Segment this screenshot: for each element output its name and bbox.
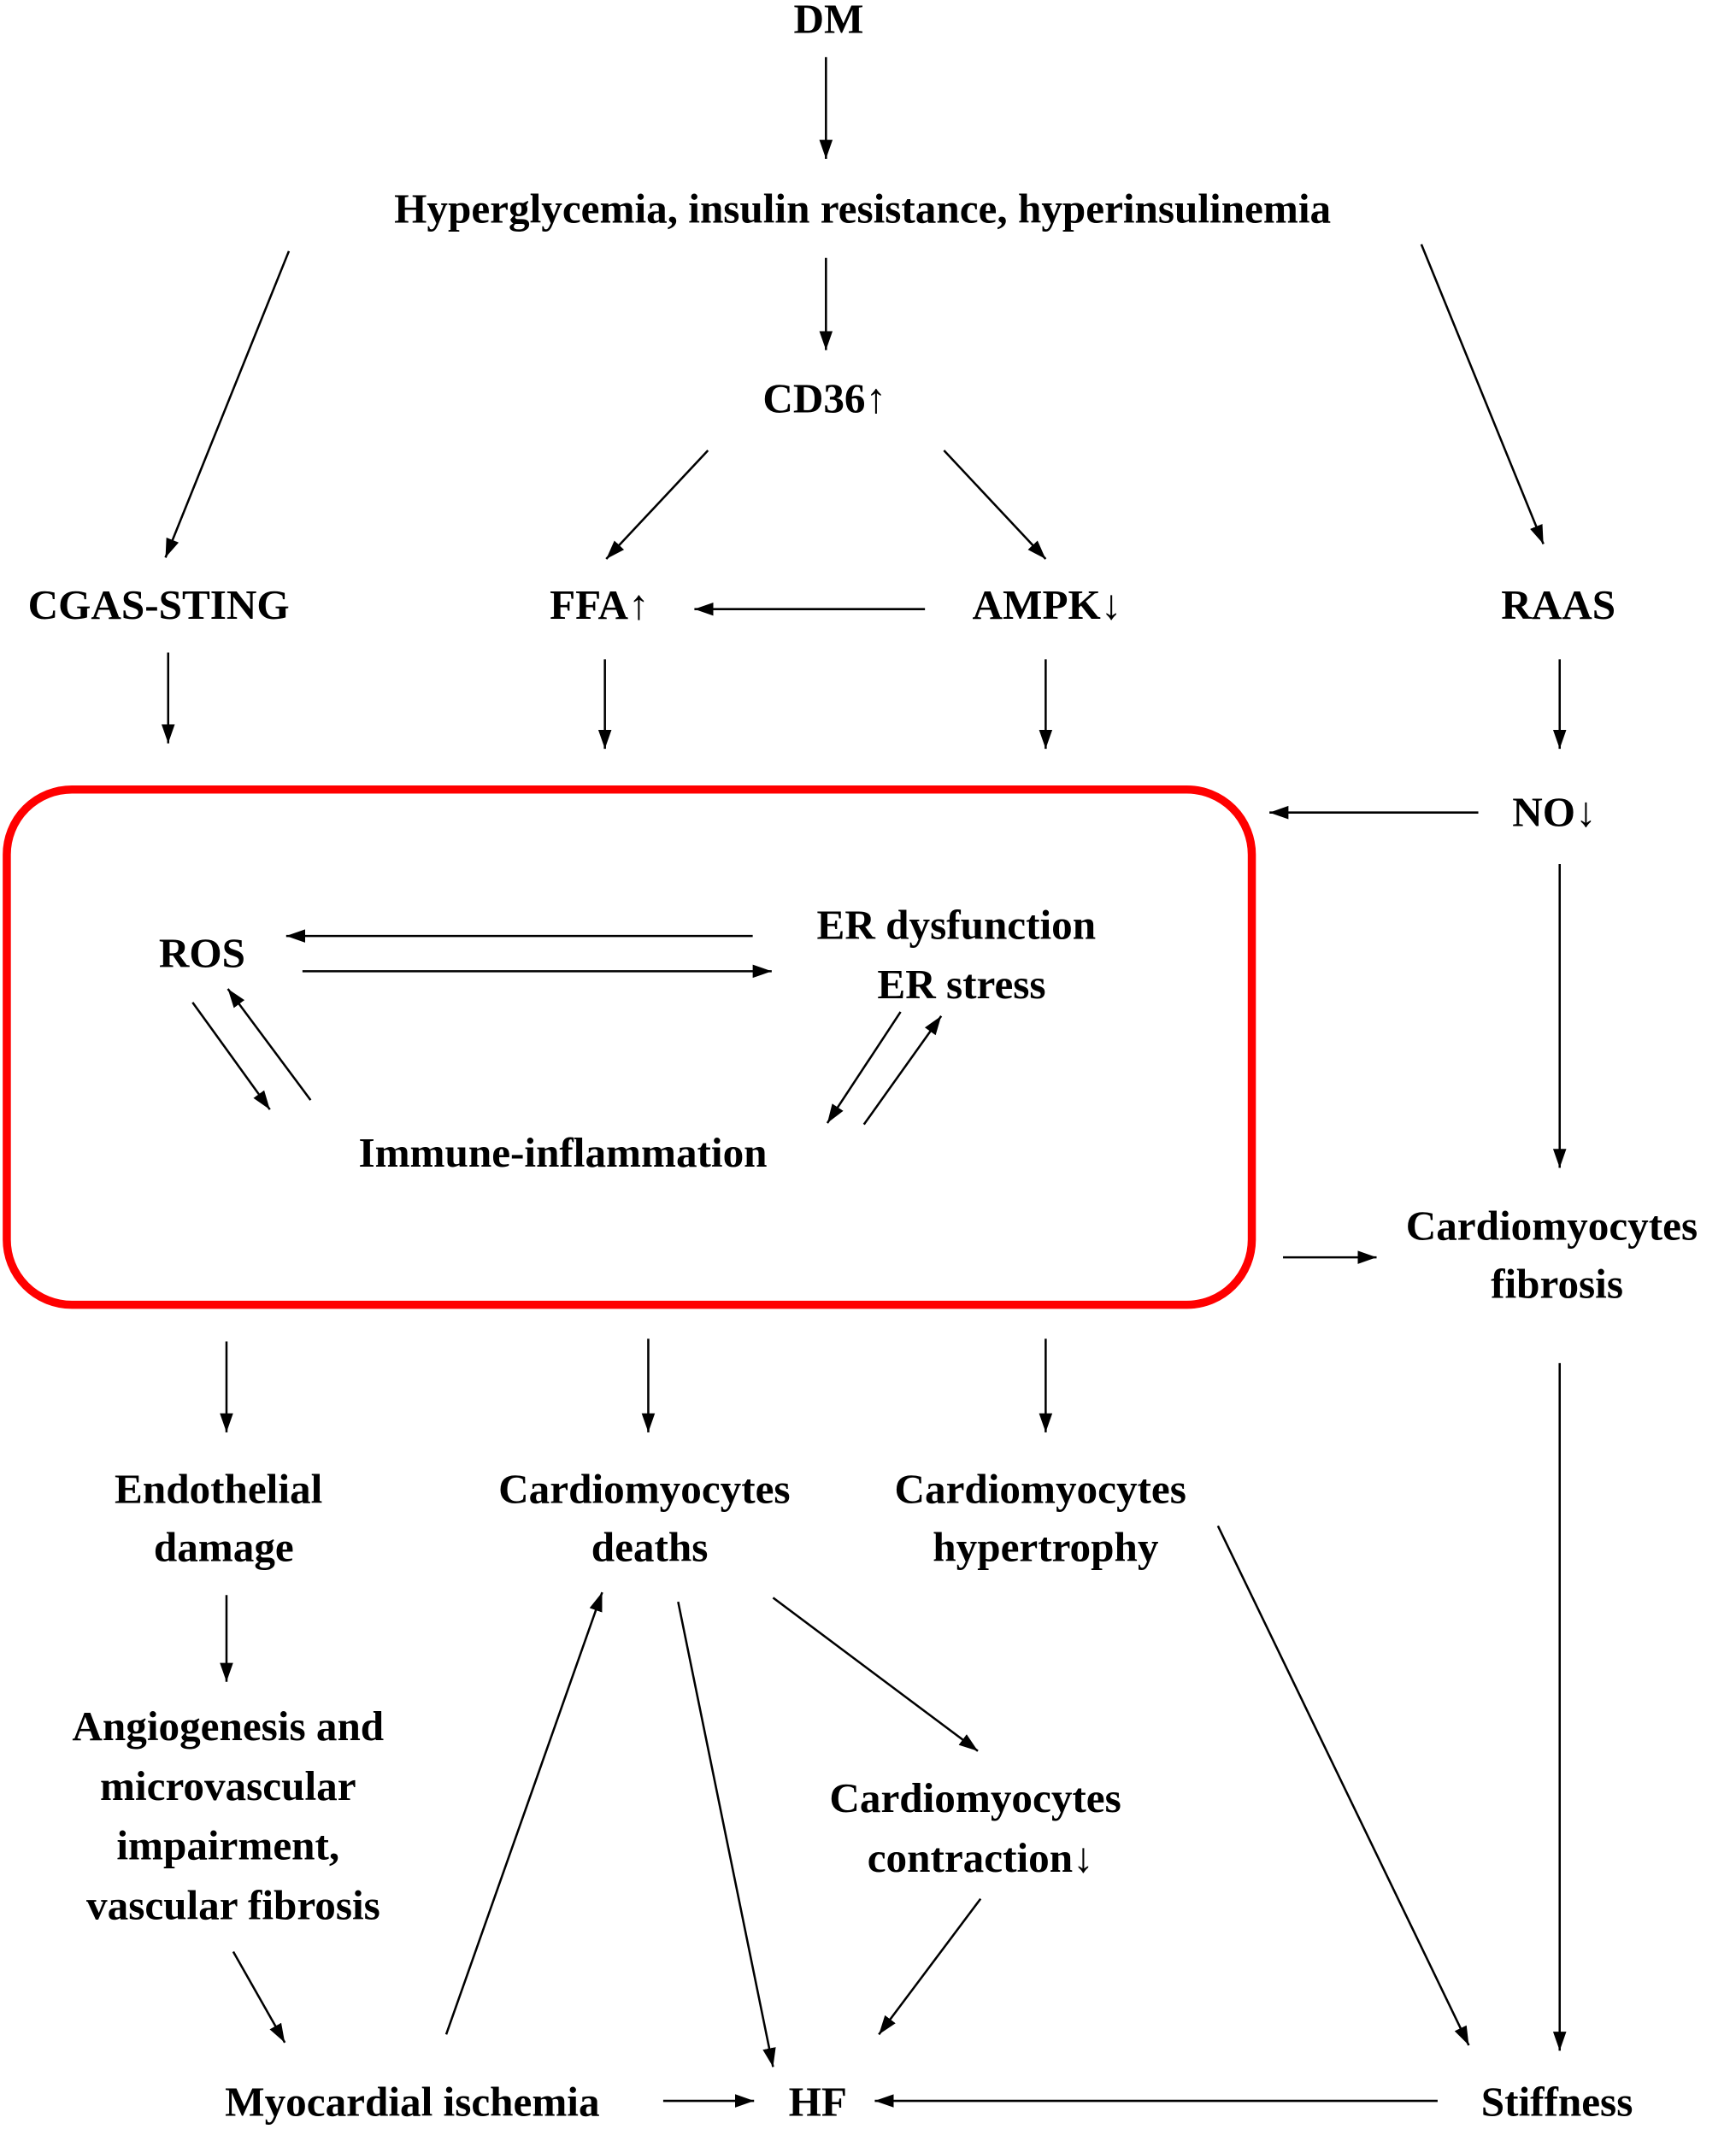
node-dm: DM xyxy=(794,0,864,42)
node-hyperglycemia: Hyperglycemia, insulin resistance, hyper… xyxy=(394,185,1331,232)
arrow-hypertrophy-to-stiffness xyxy=(1216,1525,1470,2046)
arrow-deaths-to-hf xyxy=(677,1601,776,2067)
node-cardiomyocytes-deaths: Cardiomyocytes deaths xyxy=(498,1465,801,1570)
node-hf: HF xyxy=(789,2079,847,2126)
feedback-loop-box xyxy=(3,785,1256,1309)
arrow-deaths-to-contraction xyxy=(772,1597,979,1752)
node-ffa: FFA↑ xyxy=(550,581,650,628)
node-cardiomyocytes-fibrosis: Cardiomyocytes fibrosis xyxy=(1406,1203,1709,1308)
arrow-ros-to-immune xyxy=(191,1002,271,1110)
node-raas: RAAS xyxy=(1501,581,1615,628)
arrow-er-to-immune xyxy=(826,1011,902,1124)
arrow-hyper-to-cgas xyxy=(164,250,291,558)
node-ampk: AMPK↓ xyxy=(973,581,1122,628)
node-endothelial-damage: Endothelial damage xyxy=(115,1465,333,1570)
node-immune-inflammation: Immune-inflammation xyxy=(358,1129,767,1176)
node-stiffness: Stiffness xyxy=(1481,2079,1633,2126)
edges-layer xyxy=(161,56,1567,2108)
node-angiogenesis: Angiogenesis and microvascular impairmen… xyxy=(72,1703,394,1928)
node-myocardial-ischemia: Myocardial ischemia xyxy=(225,2079,599,2126)
node-ros: ROS xyxy=(159,930,245,977)
node-cgas-sting: CGAS-STING xyxy=(28,581,290,628)
node-cardiomyocytes-hypertrophy: Cardiomyocytes hypertrophy xyxy=(895,1465,1198,1570)
arrow-contraction-to-hf xyxy=(878,1897,982,2036)
node-er: ER dysfunction ER stress xyxy=(817,901,1107,1008)
arrow-hyper-to-raas xyxy=(1420,244,1545,545)
node-cardiomyocytes-contraction: Cardiomyocytes contraction↓ xyxy=(829,1774,1132,1881)
node-no: NO↓ xyxy=(1512,789,1596,836)
arrow-immune-to-er xyxy=(862,1015,943,1126)
arrow-cd36-to-ampk xyxy=(943,450,1047,560)
arrow-angio-to-ischemia xyxy=(232,1950,286,2044)
node-cd36: CD36↑ xyxy=(762,375,886,422)
arrow-cd36-to-ffa xyxy=(605,450,709,560)
arrow-ischemia-to-deaths xyxy=(444,1591,603,2035)
arrow-immune-to-ros xyxy=(227,988,312,1101)
